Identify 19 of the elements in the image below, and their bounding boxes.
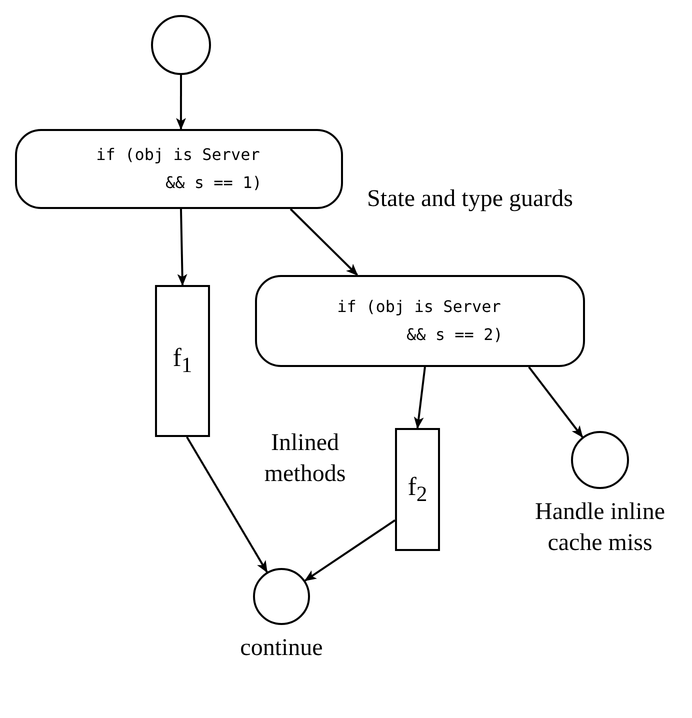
annotation-text: State and type guards <box>366 185 574 214</box>
arrow <box>177 208 188 286</box>
arrow <box>414 366 426 429</box>
node-caption: continue <box>239 634 324 663</box>
arrow <box>176 75 186 130</box>
code-text: if (obj is Server && s == 2) <box>337 296 503 346</box>
annotation-text: Inlined methods <box>263 429 347 490</box>
node-label: f$_{1}$ <box>172 343 192 379</box>
process-box <box>155 285 210 437</box>
process-box <box>395 428 440 551</box>
arrow <box>186 436 268 573</box>
node-label: f$_{2}$ <box>408 472 428 508</box>
condition-box <box>15 129 343 209</box>
arrow <box>290 208 358 276</box>
condition-box <box>255 275 585 367</box>
arrow <box>528 366 584 438</box>
node-caption: Handle inline cache miss <box>534 498 666 558</box>
arrow <box>304 519 396 582</box>
code-text: if (obj is Server && s == 1) <box>96 144 262 194</box>
